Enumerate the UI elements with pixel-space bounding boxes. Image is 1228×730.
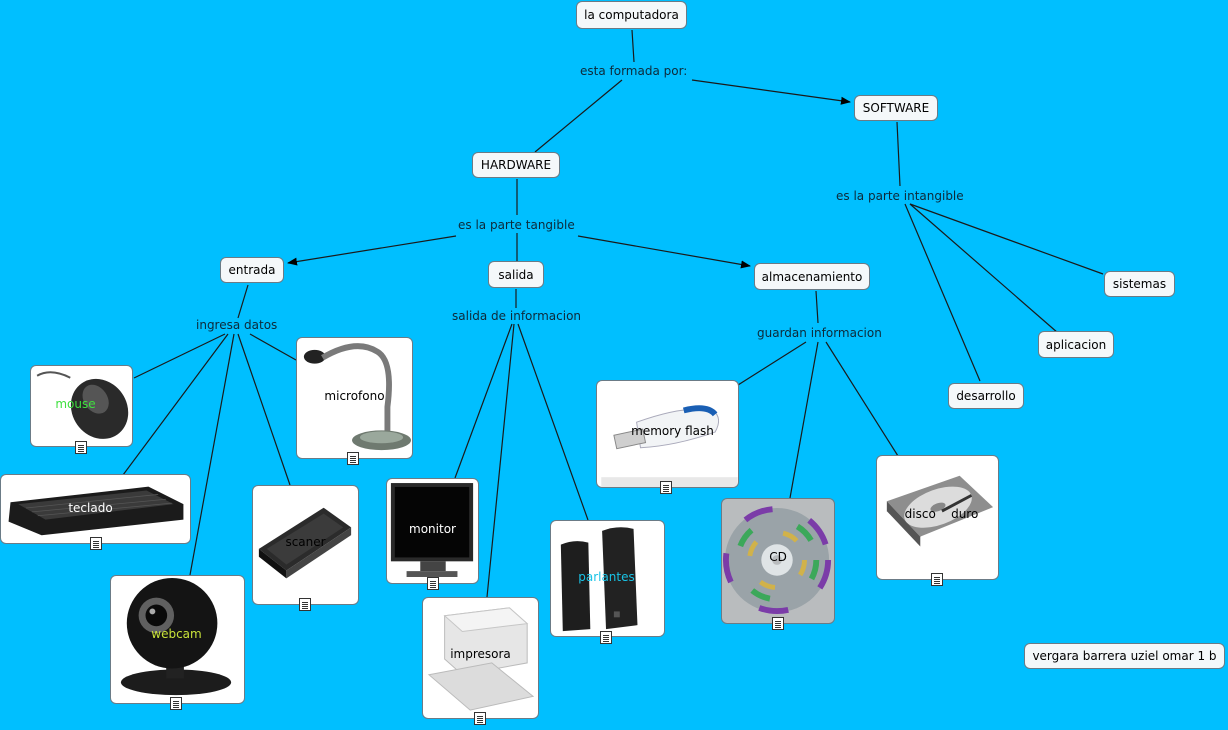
keyboard-icon xyxy=(8,486,184,536)
disco-duro-label: disco duro xyxy=(904,507,979,521)
link xyxy=(189,333,235,576)
resource-icon[interactable] xyxy=(474,712,486,725)
resource-icon[interactable] xyxy=(772,617,784,630)
link xyxy=(237,284,249,319)
microfono-label: microfono xyxy=(324,389,385,403)
hard-disk-icon xyxy=(886,475,994,547)
phrase-parte-tangible: es la parte tangible xyxy=(458,218,575,232)
link xyxy=(454,323,513,479)
concept-aplicacion[interactable]: aplicacion xyxy=(1038,331,1114,358)
link xyxy=(517,323,589,521)
mouse-icon xyxy=(36,371,129,439)
resource-icon[interactable] xyxy=(660,481,672,494)
link xyxy=(737,341,807,386)
link xyxy=(122,333,229,476)
image-node-microfono[interactable]: microfono xyxy=(296,337,413,459)
link xyxy=(249,333,297,361)
image-node-parlantes[interactable]: parlantes xyxy=(550,520,665,637)
phrase-parte-intangible: es la parte intangible xyxy=(836,189,964,203)
link xyxy=(534,79,623,153)
cd-icon xyxy=(722,505,832,615)
image-node-monitor[interactable]: monitor xyxy=(386,478,479,584)
link xyxy=(577,235,751,269)
phrase-salida-informacion: salida de informacion xyxy=(452,309,582,323)
resource-icon[interactable] xyxy=(90,537,102,550)
link xyxy=(909,203,1104,275)
concept-entrada[interactable]: entrada xyxy=(220,257,284,283)
webcam-icon xyxy=(120,577,232,696)
concept-la-computadora[interactable]: la computadora xyxy=(576,1,687,29)
image-node-scaner[interactable]: scaner xyxy=(252,485,359,605)
resource-icon[interactable] xyxy=(427,577,439,590)
concept-desarrollo[interactable]: desarrollo xyxy=(948,383,1024,409)
link xyxy=(909,203,1059,334)
link xyxy=(825,341,899,457)
resource-icon[interactable] xyxy=(75,441,87,454)
author-label[interactable]: vergara barrera uziel omar 1 b xyxy=(1024,643,1225,669)
monitor-label: monitor xyxy=(409,522,456,536)
concept-hardware[interactable]: HARDWARE xyxy=(472,152,560,178)
image-node-memory-flash[interactable]: memory flash xyxy=(596,380,739,488)
link xyxy=(896,121,901,187)
phrase-ingresa-datos: ingresa datos xyxy=(196,318,278,332)
image-node-impresora[interactable]: impresora xyxy=(422,597,539,719)
printer-icon xyxy=(427,607,535,711)
image-node-teclado[interactable]: teclado xyxy=(0,474,191,544)
scanner-icon xyxy=(258,507,352,579)
teclado-label: teclado xyxy=(68,501,113,515)
speakers-icon xyxy=(560,527,638,632)
image-node-cd[interactable]: CD xyxy=(721,498,835,624)
phrase-guardan-informacion: guardan informacion xyxy=(757,326,882,340)
link xyxy=(237,333,291,486)
scaner-label: scaner xyxy=(285,535,326,549)
link xyxy=(486,323,515,598)
phrase-esta-formada-por: esta formada por: xyxy=(580,64,688,78)
resource-icon[interactable] xyxy=(347,452,359,465)
link xyxy=(789,341,819,499)
link xyxy=(815,290,819,324)
resource-icon[interactable] xyxy=(600,631,612,644)
image-node-mouse[interactable]: mouse xyxy=(30,365,133,447)
link xyxy=(904,203,981,382)
link xyxy=(287,235,457,266)
cd-label: CD xyxy=(769,550,787,564)
concept-software[interactable]: SOFTWARE xyxy=(854,95,938,121)
impresora-label: impresora xyxy=(450,647,511,661)
link xyxy=(691,79,851,105)
concept-salida[interactable]: salida xyxy=(488,261,544,288)
link xyxy=(133,333,226,379)
memory-flash-label: memory flash xyxy=(631,424,714,438)
microphone-icon xyxy=(303,343,412,451)
link xyxy=(631,29,635,63)
mouse-label: mouse xyxy=(55,397,96,411)
parlantes-label: parlantes xyxy=(578,570,635,584)
webcam-label: webcam xyxy=(151,627,202,641)
image-node-disco-duro[interactable]: disco duro xyxy=(876,455,999,580)
concept-sistemas[interactable]: sistemas xyxy=(1104,271,1175,297)
resource-icon[interactable] xyxy=(931,573,943,586)
resource-icon[interactable] xyxy=(299,598,311,611)
concept-almacenamiento[interactable]: almacenamiento xyxy=(754,263,870,290)
resource-icon[interactable] xyxy=(170,697,182,710)
monitor-icon xyxy=(390,483,474,577)
image-node-webcam[interactable]: webcam xyxy=(110,575,245,704)
